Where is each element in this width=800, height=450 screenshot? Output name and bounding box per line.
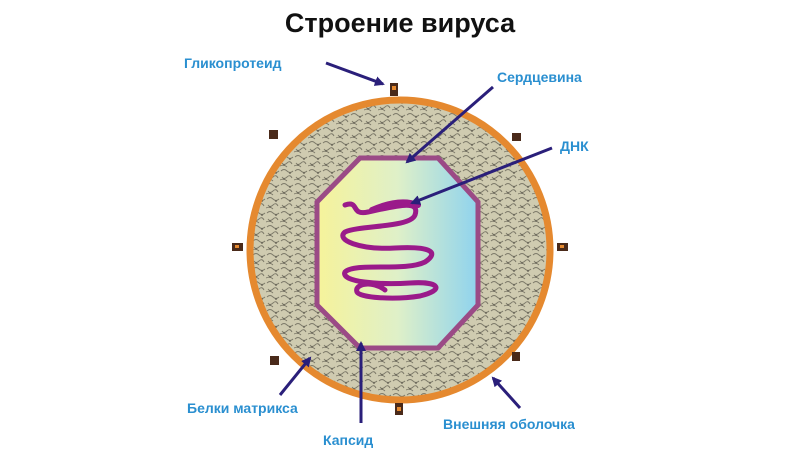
label-capsid: Капсид [323, 432, 373, 448]
label-outer-shell: Внешняя оболочка [443, 416, 575, 432]
label-core: Сердцевина [497, 69, 582, 85]
label-dna: ДНК [560, 138, 589, 154]
label-matrix-proteins: Белки матрикса [187, 400, 298, 416]
arrow-matrix-proteins [280, 358, 310, 395]
arrow-glycoprotein [326, 63, 383, 84]
label-glycoprotein: Гликопротеид [184, 55, 282, 71]
arrow-outer-shell [493, 378, 520, 408]
